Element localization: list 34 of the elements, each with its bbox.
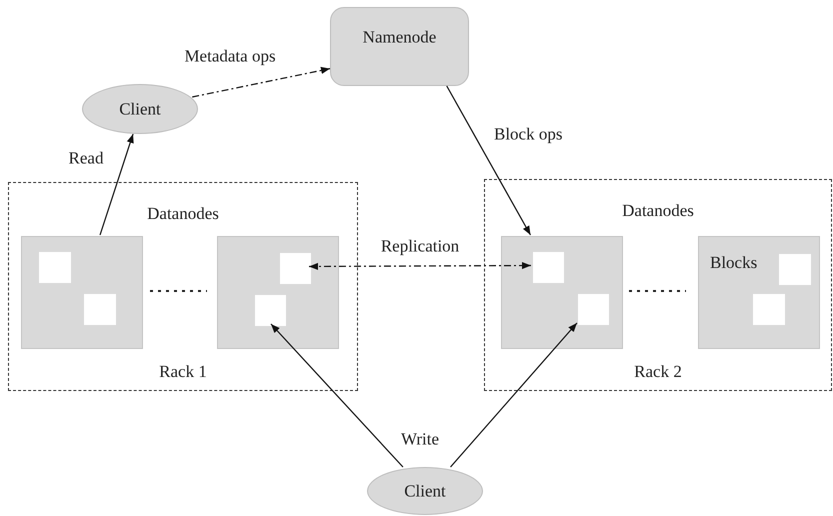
block-square [255, 295, 286, 326]
datanode-box [698, 236, 820, 349]
node-label: Namenode [362, 28, 436, 46]
namenode-box [330, 7, 469, 86]
rack-label: Rack 2 [634, 363, 682, 380]
datanode-box [217, 236, 339, 349]
block-square [753, 294, 785, 325]
node-label: Client [119, 100, 161, 118]
node-label: Client [404, 482, 446, 500]
arrow [192, 66, 330, 98]
arrow [309, 262, 531, 270]
block-square [533, 252, 564, 283]
edge-label: Metadata ops [182, 48, 278, 64]
block-square [578, 294, 609, 325]
block-square [39, 252, 71, 283]
rack-frame [484, 179, 832, 391]
block-square [280, 253, 311, 284]
arrow [450, 322, 578, 468]
arrow [99, 134, 134, 236]
group-heading: Datanodes [622, 202, 694, 219]
edge-label: Replication [378, 238, 462, 254]
datanode-box [21, 236, 143, 349]
arrow [446, 86, 532, 236]
edge-label: Block ops [492, 126, 564, 142]
edge-label: Read [66, 150, 106, 166]
datanode-box [501, 236, 623, 349]
node-label: Blocks [710, 254, 758, 271]
rack-frame [8, 182, 358, 391]
rack-label: Rack 1 [159, 363, 207, 380]
group-heading: Datanodes [147, 205, 219, 222]
block-square [84, 294, 116, 325]
annotation-text: Write [400, 430, 440, 448]
block-square [779, 254, 811, 285]
arrow [270, 324, 404, 468]
